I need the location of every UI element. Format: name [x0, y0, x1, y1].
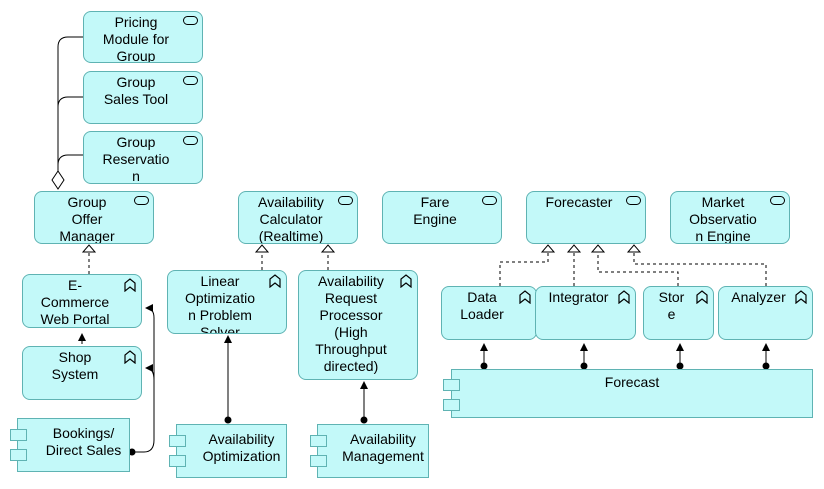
availability-management-component[interactable]: Availability Management [310, 424, 429, 478]
availability-calculator-service[interactable]: Availability Calculator (Realtime) [238, 191, 358, 244]
forecast-component[interactable]: Forecast [443, 369, 813, 418]
availability-request-processor-function[interactable]: Availability Request Processor (High Thr… [298, 270, 418, 380]
service-icon [183, 16, 198, 25]
pricing-module-service[interactable]: Pricing Module for Group [83, 11, 203, 63]
function-icon [618, 290, 630, 304]
group-offer-manager-service[interactable]: Group Offer Manager [34, 191, 154, 244]
fare-engine-service[interactable]: Fare Engine [382, 191, 502, 244]
function-icon [795, 290, 807, 304]
node-label: Group Offer Manager [59, 194, 115, 244]
node-label: Availability Optimization [202, 431, 281, 464]
store-function[interactable]: Stor e [643, 286, 714, 340]
service-icon [770, 196, 785, 205]
realization-edges [81, 244, 767, 286]
shop-system-function[interactable]: Shop System [22, 346, 142, 400]
node-label: Availability Management [342, 431, 424, 464]
service-icon [338, 196, 353, 205]
service-icon [626, 196, 641, 205]
node-label: Integrator [548, 289, 609, 305]
function-icon [519, 290, 531, 304]
forecaster-service[interactable]: Forecaster [526, 191, 646, 244]
service-icon [183, 136, 198, 145]
bookings-direct-sales-component[interactable]: Bookings/ Direct Sales [10, 418, 130, 472]
function-icon [400, 274, 412, 288]
analyzer-function[interactable]: Analyzer [718, 286, 813, 340]
node-label: Forecast [604, 374, 660, 390]
ecommerce-web-portal-function[interactable]: E- Commerce Web Portal [22, 274, 142, 328]
node-label: Forecaster [545, 194, 613, 210]
component-tab-icon [443, 379, 460, 391]
function-icon [124, 278, 136, 292]
service-icon [183, 76, 198, 85]
node-label: Pricing Module for Group [102, 14, 170, 63]
node-label: Shop System [51, 349, 99, 382]
component-tab-icon [443, 399, 460, 411]
component-tab-icon [10, 429, 27, 441]
function-icon [124, 350, 136, 364]
component-tab-icon [310, 455, 327, 467]
data-loader-function[interactable]: Data Loader [441, 286, 537, 340]
node-label: Fare Engine [413, 194, 457, 227]
node-label: Bookings/ Direct Sales [45, 425, 122, 458]
component-tab-icon [310, 435, 327, 447]
access-edges [78, 304, 770, 456]
node-label: Analyzer [731, 289, 786, 305]
market-observation-engine-service[interactable]: Market Observatio n Engine [670, 191, 790, 244]
node-label: Stor e [658, 289, 685, 322]
node-label: Availability Calculator (Realtime) [258, 194, 324, 244]
node-label: Availability Request Processor (High Thr… [315, 273, 387, 374]
node-label: Group Reservatio n [102, 134, 170, 184]
component-tab-icon [10, 449, 27, 461]
service-icon [134, 196, 149, 205]
service-icon [482, 196, 497, 205]
node-label: Linear Optimizatio n Problem Solver [184, 273, 256, 334]
linear-optimization-function[interactable]: Linear Optimizatio n Problem Solver [167, 270, 287, 334]
availability-optimization-component[interactable]: Availability Optimization [169, 424, 287, 478]
component-tab-icon [169, 455, 186, 467]
node-label: E- Commerce Web Portal [40, 277, 110, 327]
node-label: Data Loader [460, 289, 504, 322]
node-label: Market Observatio n Engine [689, 194, 757, 244]
group-sales-tool-service[interactable]: Group Sales Tool [83, 71, 203, 124]
node-label: Group Sales Tool [103, 74, 169, 107]
component-tab-icon [169, 435, 186, 447]
integrator-function[interactable]: Integrator [535, 286, 636, 340]
function-icon [696, 290, 708, 304]
group-reservation-service[interactable]: Group Reservatio n [83, 131, 203, 184]
aggregation-edges [51, 36, 83, 190]
function-icon [269, 274, 281, 288]
